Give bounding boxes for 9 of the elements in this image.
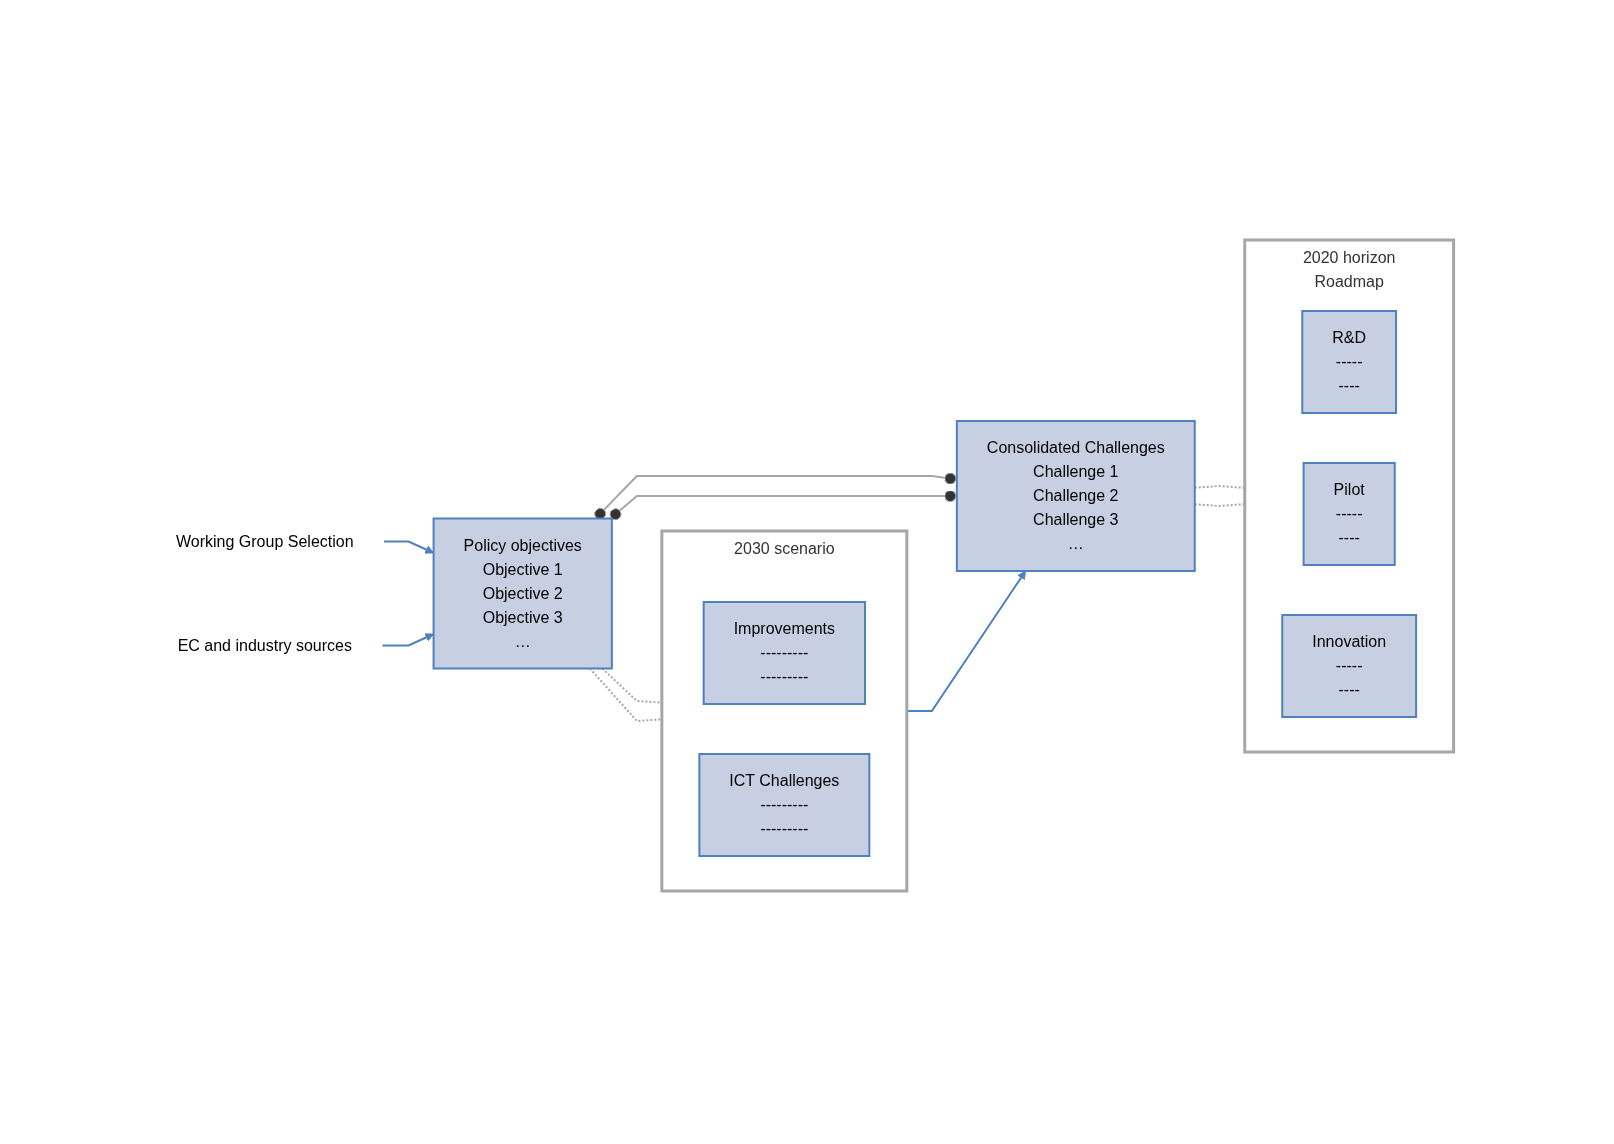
node-text: Working Group Selection bbox=[176, 532, 354, 549]
node-text: EC and industry sources bbox=[177, 636, 353, 653]
node-box: ICT Challenges --------- --------- bbox=[698, 752, 871, 857]
node-box: Pilot ----- ---- bbox=[1302, 461, 1396, 566]
node-box: R&D ----- ---- bbox=[1301, 309, 1398, 414]
node-box: Innovation ----- ---- bbox=[1281, 613, 1418, 718]
node-box: Consolidated Challenges Challenge 1 Challenge 2 Challenge 3 … bbox=[956, 419, 1196, 572]
node-box: Improvements --------- --------- bbox=[702, 600, 867, 705]
node-box: Policy objectives Objective 1 Objective 2 Objective 3 … bbox=[432, 517, 614, 669]
